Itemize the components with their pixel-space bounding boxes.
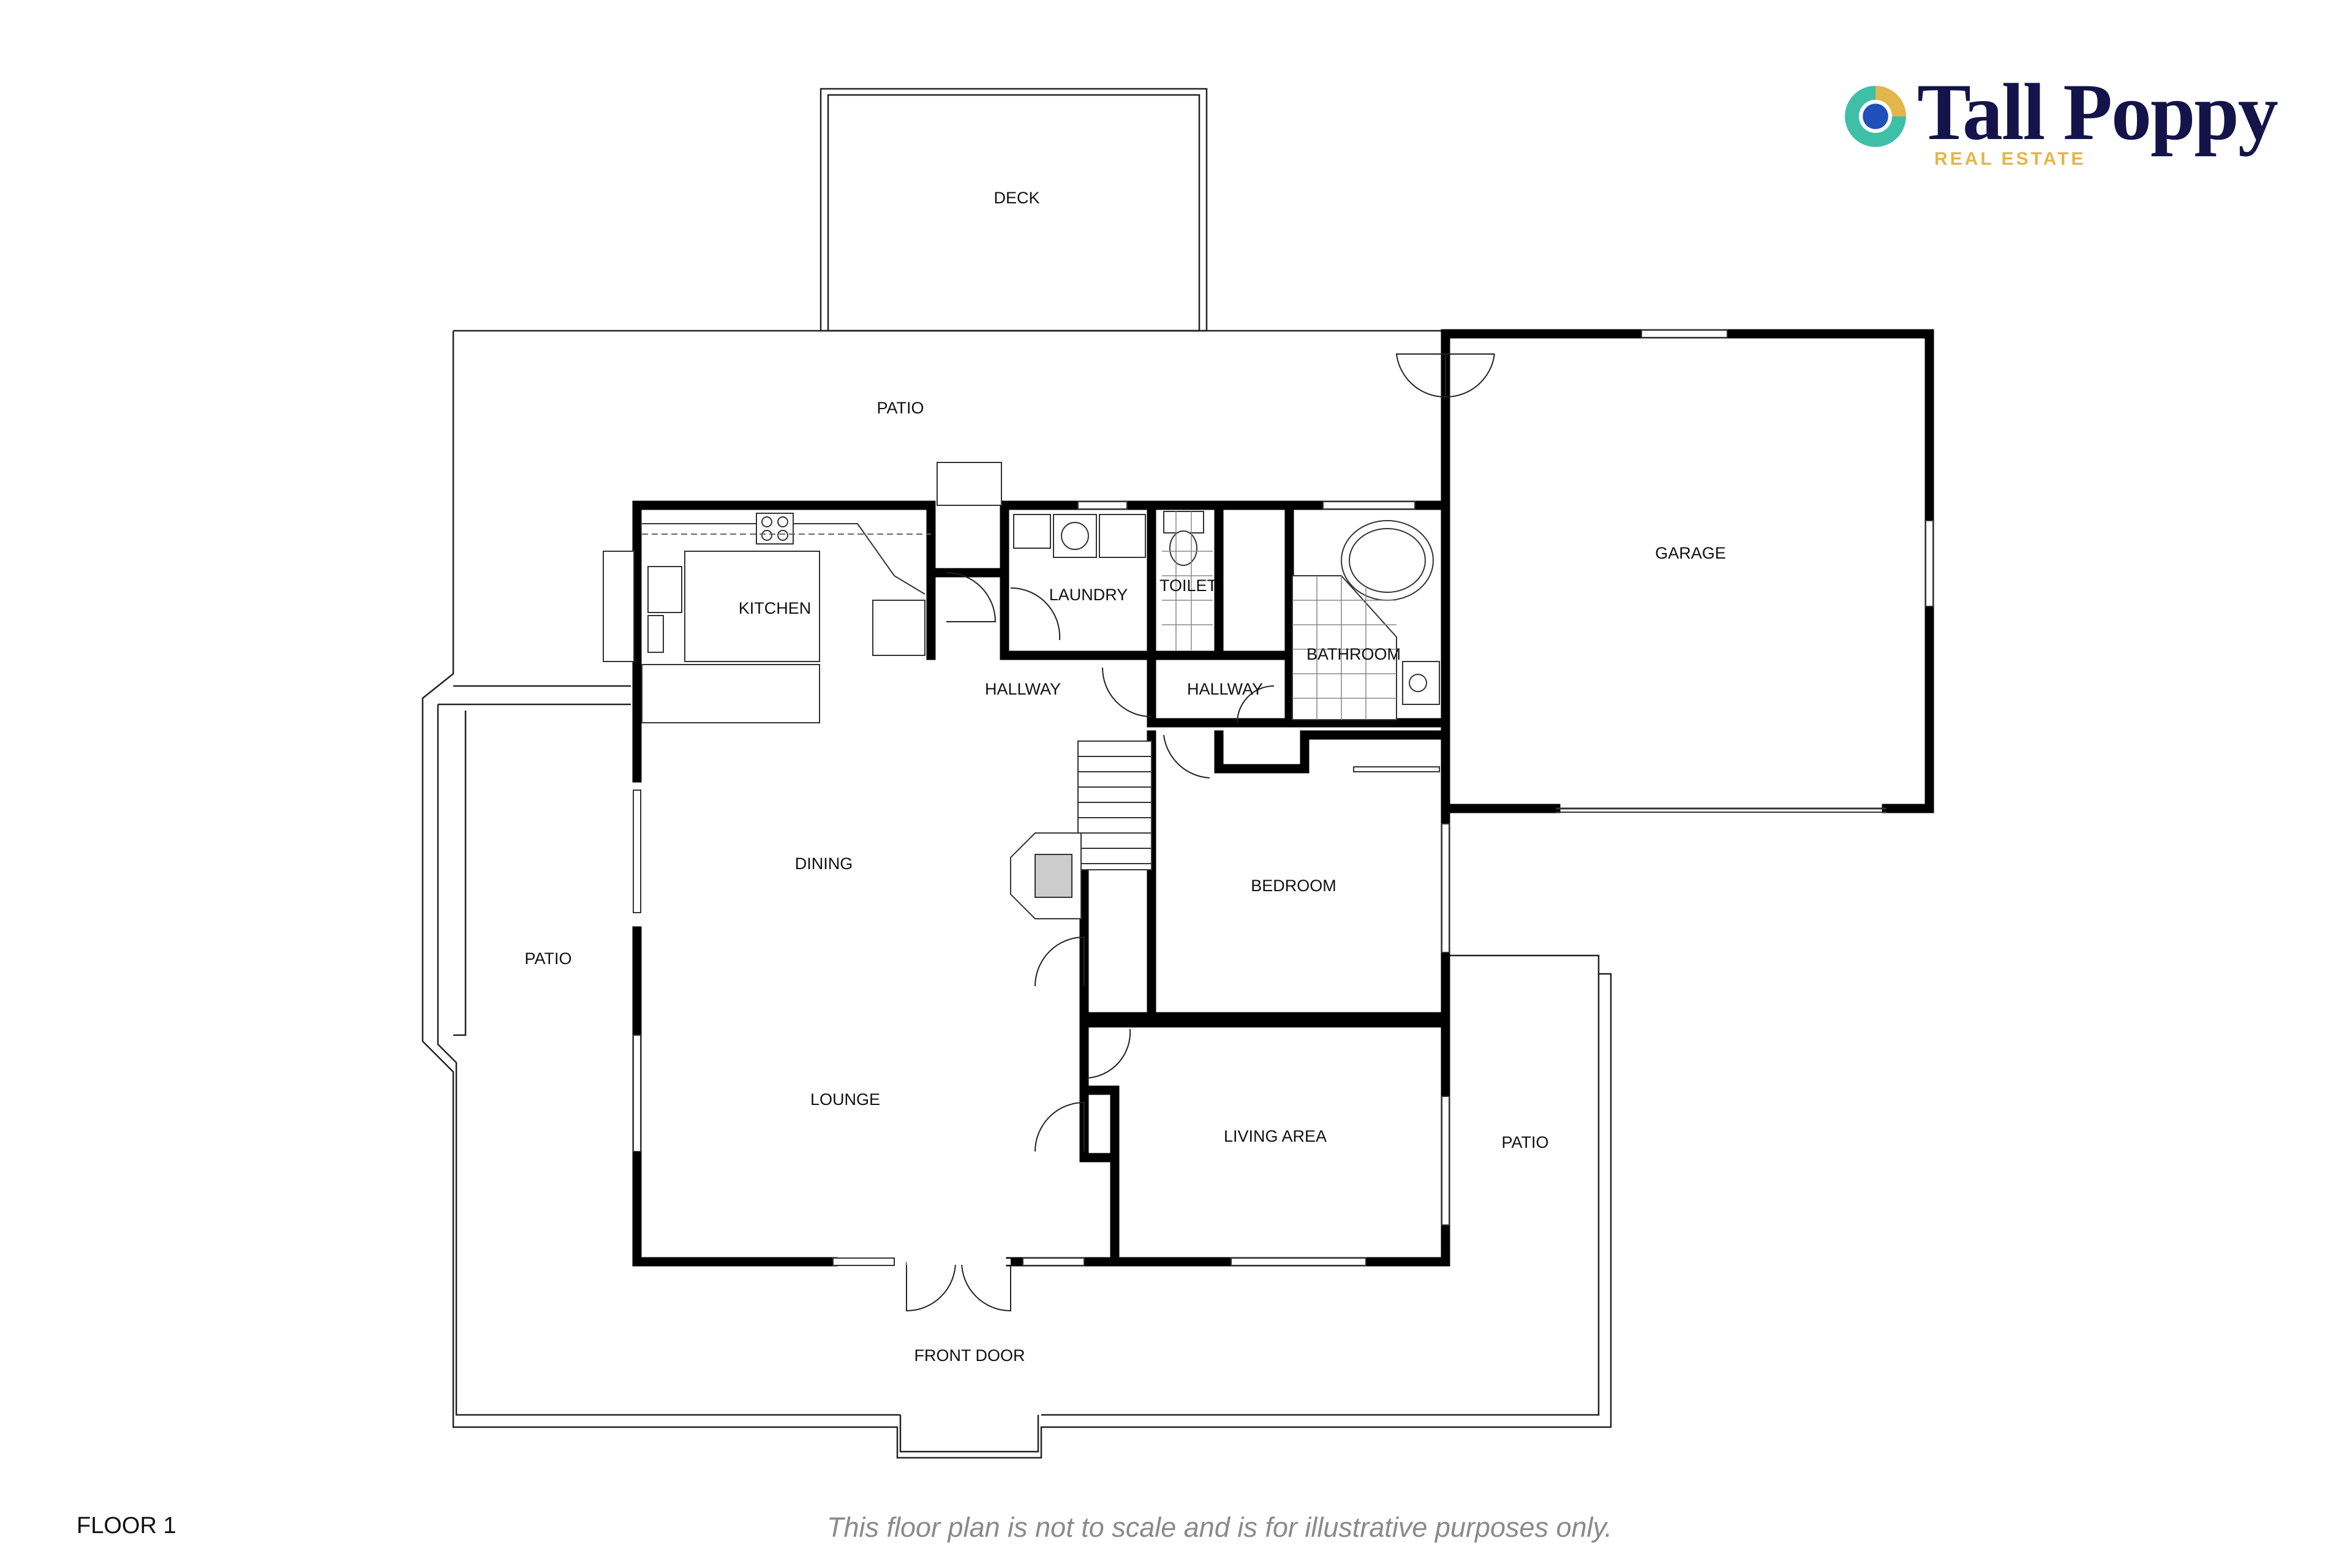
label-bathroom: BATHROOM bbox=[1306, 645, 1401, 663]
windows bbox=[603, 501, 1450, 1266]
label-toilet: TOILET bbox=[1159, 576, 1217, 595]
kitchen-fixtures bbox=[641, 513, 931, 723]
lounge-doors bbox=[1035, 936, 1131, 1152]
brand-logo-mark-icon bbox=[1845, 86, 1906, 147]
label-kitchen: KITCHEN bbox=[739, 599, 812, 617]
disclaimer-text: This floor plan is not to scale and is f… bbox=[827, 1512, 1613, 1543]
label-lounge: LOUNGE bbox=[810, 1090, 880, 1109]
label-hallway-small: HALLWAY bbox=[1187, 680, 1263, 698]
label-patio-left: PATIO bbox=[524, 949, 571, 968]
garage-door-swing bbox=[1395, 353, 1495, 398]
label-patio-right: PATIO bbox=[1501, 1133, 1548, 1152]
toilet-fixtures bbox=[1162, 511, 1213, 650]
brand-logo: Tall Poppy REAL ESTATE bbox=[1844, 67, 2334, 176]
garage-walls bbox=[1441, 329, 1934, 813]
label-patio-top: PATIO bbox=[876, 399, 924, 417]
label-front-door: FRONT DOOR bbox=[914, 1346, 1025, 1365]
label-living-area: LIVING AREA bbox=[1224, 1127, 1327, 1145]
deck-outline bbox=[820, 88, 1208, 332]
label-garage: GARAGE bbox=[1655, 544, 1726, 562]
brand-tagline: REAL ESTATE bbox=[1934, 149, 2086, 169]
hallway-doors bbox=[1102, 667, 1275, 778]
label-dining: DINING bbox=[795, 854, 853, 873]
patio-outline bbox=[421, 330, 1612, 1459]
floor-label: FLOOR 1 bbox=[77, 1513, 176, 1539]
label-laundry: LAUNDRY bbox=[1049, 586, 1128, 604]
label-hallway-main: HALLWAY bbox=[985, 680, 1061, 698]
chimney bbox=[937, 462, 1002, 506]
label-deck: DECK bbox=[993, 189, 1039, 207]
fireplace bbox=[1010, 832, 1082, 919]
bathroom-fixtures bbox=[1292, 520, 1440, 720]
staircase bbox=[1077, 741, 1152, 870]
laundry-fixtures bbox=[946, 514, 1146, 641]
front-door bbox=[906, 1259, 1011, 1312]
label-bedroom: BEDROOM bbox=[1251, 876, 1336, 895]
brand-name: Tall Poppy bbox=[1917, 67, 2278, 157]
